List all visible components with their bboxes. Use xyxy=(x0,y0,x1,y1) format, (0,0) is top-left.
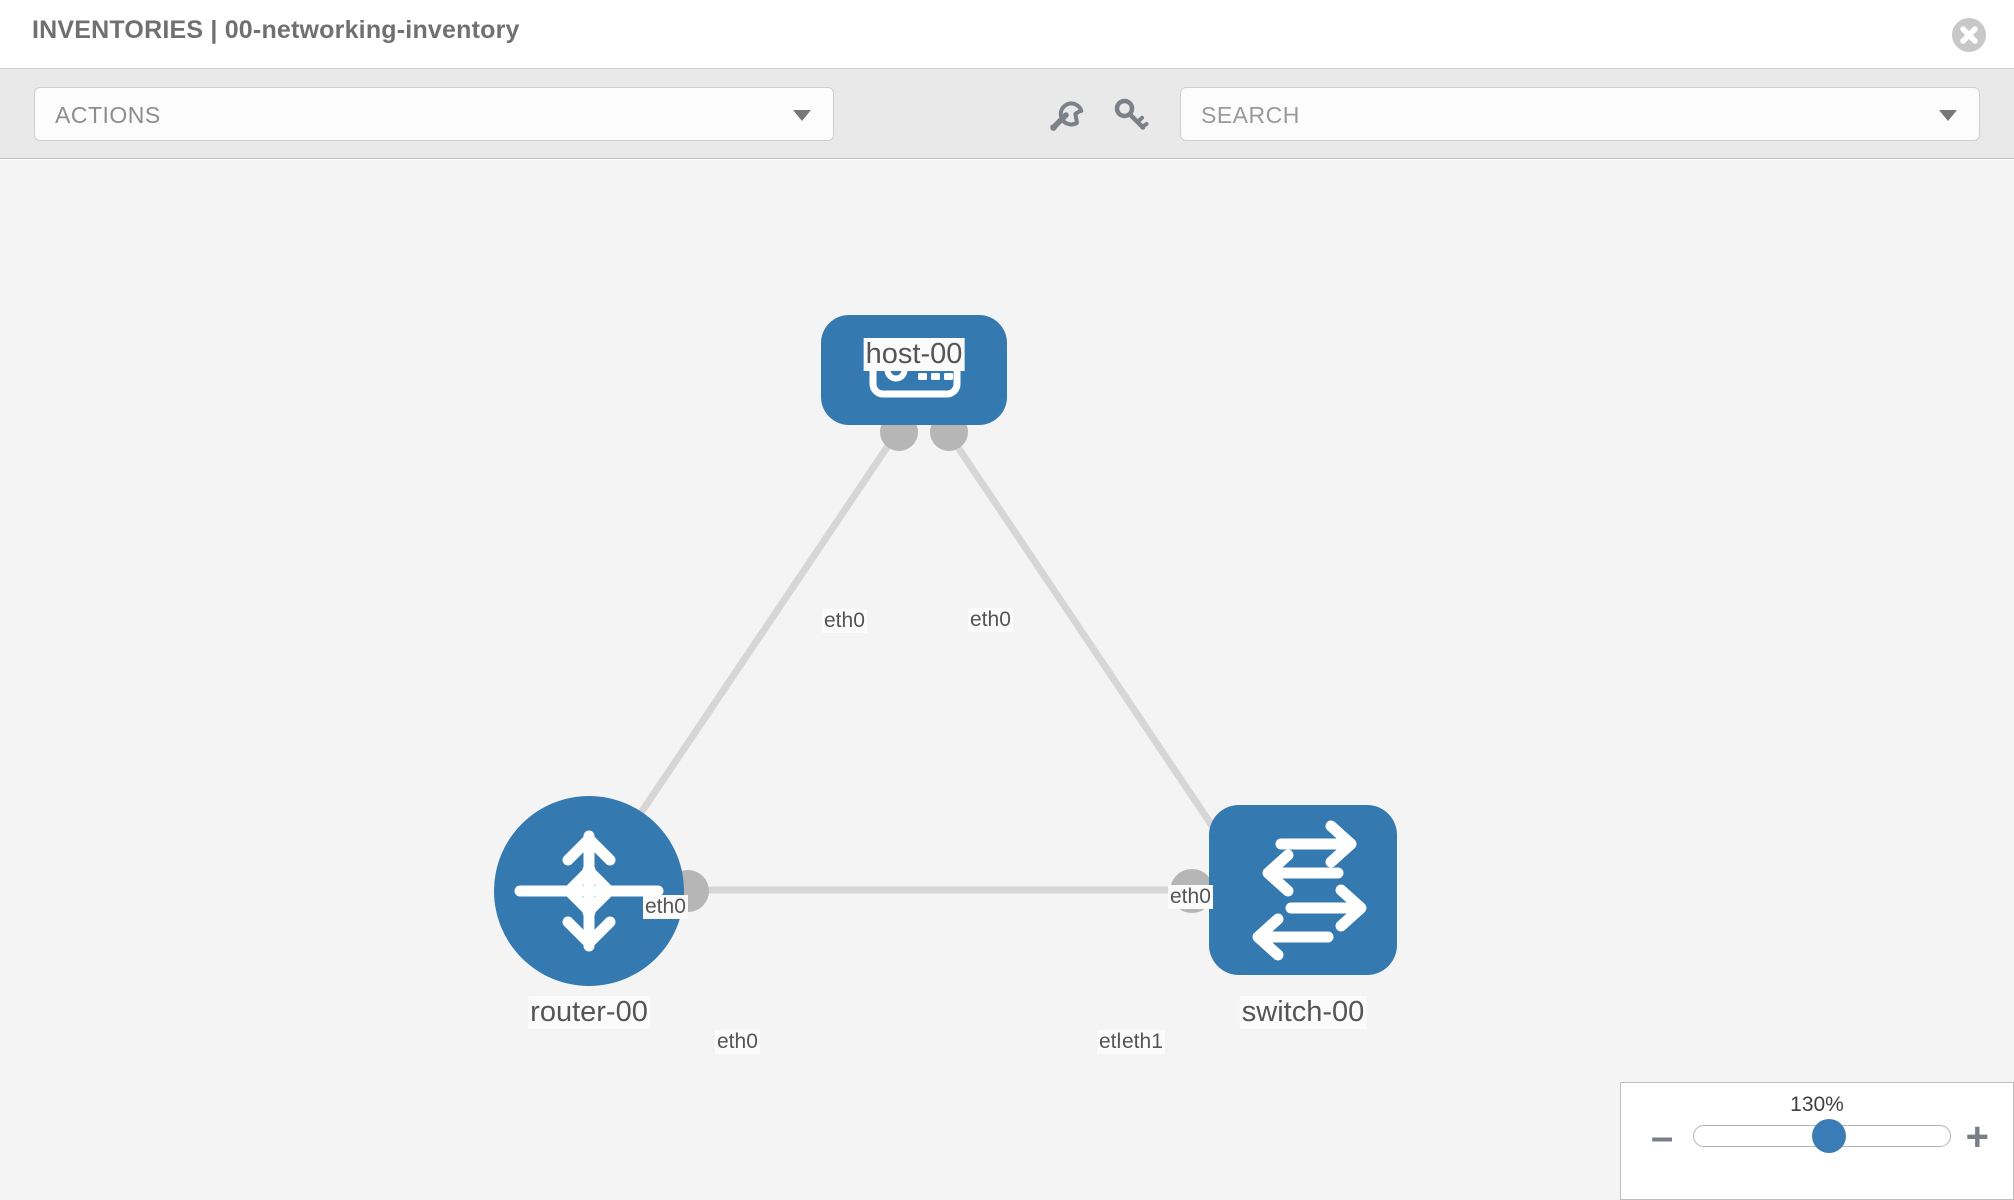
zoom-level-value: 130% xyxy=(1790,1093,1844,1116)
close-icon[interactable] xyxy=(1952,18,1986,52)
node-label-router-00: router-00 xyxy=(528,996,650,1029)
zoom-slider-thumb[interactable] xyxy=(1811,1119,1846,1153)
page-header: INVENTORIES | 00-networking-inventory xyxy=(0,0,2014,68)
switch-icon xyxy=(1252,820,1367,961)
node-label-host-00: host-00 xyxy=(863,338,965,371)
link-host-switch[interactable] xyxy=(942,426,1238,862)
connector-dots xyxy=(667,413,1258,913)
link-label-eth0: eth0 xyxy=(1168,885,1213,909)
chevron-down-icon[interactable] xyxy=(1939,110,1957,121)
actions-dropdown-label: ACTIONS xyxy=(55,102,161,128)
search-placeholder: SEARCH xyxy=(1201,102,1300,128)
link-label-eth0: eth0 xyxy=(715,1030,760,1054)
chevron-down-icon xyxy=(793,110,811,121)
link-label-eth0: eth0 xyxy=(968,608,1013,632)
node-switch-00[interactable] xyxy=(1209,805,1397,975)
zoom-out-button[interactable]: – xyxy=(1651,1115,1674,1159)
zoom-control-panel: 130% – + xyxy=(1620,1082,2014,1200)
link-label-eth0: eth0 xyxy=(643,895,688,919)
toolbar: ACTIONS SEARCH xyxy=(0,68,2014,159)
zoom-in-button[interactable]: + xyxy=(1965,1115,1989,1159)
router-icon xyxy=(514,830,664,952)
node-router-00[interactable] xyxy=(494,796,684,986)
key-icon[interactable] xyxy=(1110,95,1152,137)
topology-canvas[interactable]: host-00 router-00 switch-00 eth0 eth0 et… xyxy=(0,160,2014,1200)
topology-graph xyxy=(494,315,1397,986)
link-label-eth0: eth0 xyxy=(822,609,867,633)
wrench-icon[interactable] xyxy=(1044,95,1086,137)
zoom-slider-track[interactable] xyxy=(1693,1119,1951,1153)
link-label-eth1: eth1 xyxy=(1120,1030,1165,1054)
node-label-switch-00: switch-00 xyxy=(1239,996,1367,1029)
page-title: INVENTORIES | 00-networking-inventory xyxy=(32,16,520,44)
search-input[interactable]: SEARCH xyxy=(1180,87,1980,141)
actions-dropdown[interactable]: ACTIONS xyxy=(34,87,834,141)
